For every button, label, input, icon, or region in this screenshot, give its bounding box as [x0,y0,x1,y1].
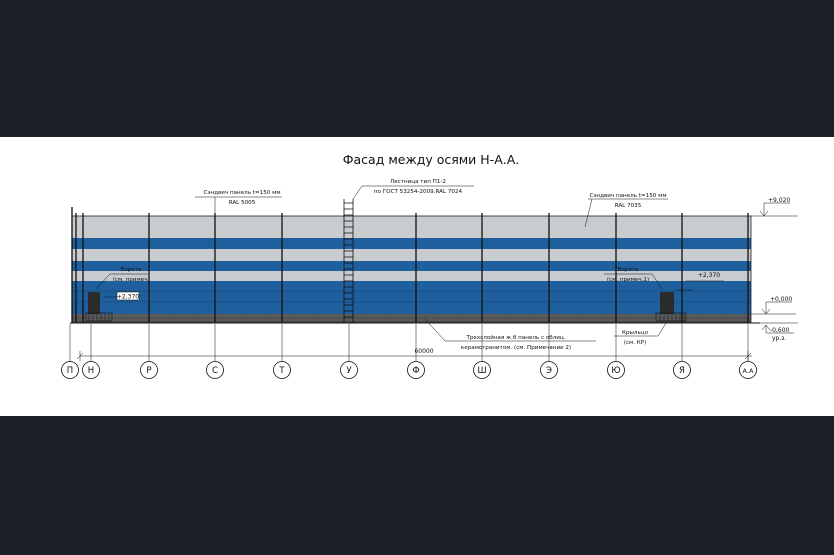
axis-bubble [82,361,100,379]
svg-text:Сэндвич панель t=150 мм: Сэндвич панель t=150 мм [203,190,280,196]
callout-right-panel: Сэндвич панель t=150 мм RAL 7035 [584,193,668,228]
axis-label: Э [546,366,552,376]
svg-text:Ворота: Ворота [121,267,142,273]
blue-band-3 [72,281,751,314]
axis-bubble [673,361,691,379]
callout-bottom-panel: Трехслойная ж.б панель с облиц. керамогр… [424,318,596,351]
blue-band-2 [72,261,751,271]
axis-bubble [540,361,558,379]
axis-label: А.А [743,367,755,375]
svg-text:Сэндвич панель t=150 мм: Сэндвич панель t=150 мм [589,193,666,199]
overall-dimension-value: 60000 [414,348,433,355]
axis-label: Н [88,366,94,376]
svg-text:Лестница тип П1-2: Лестница тип П1-2 [390,179,446,185]
facade-columns [71,207,749,323]
axis-label: Ш [477,366,486,376]
axis-bubble [407,361,425,379]
svg-text:Крыльцо: Крыльцо [622,330,649,336]
axis-bubble [61,361,79,379]
drawing-title: Фасад между осями Н-А.А. [343,152,520,167]
grey-band-3 [72,271,751,281]
axis-bubbles: П Н Р С Т У Ф Ш Э Ю Я А.А [61,324,757,379]
left-door: +2,370 [85,291,139,322]
svg-text:RAL 7035: RAL 7035 [615,203,642,209]
axis-label: Т [278,366,285,376]
facade-drawing: Фасад между осями Н-А.А. [61,152,798,379]
callout-stair: Лестница тип П1-2 по ГОСТ 53254-2009,RAL… [352,179,474,200]
svg-text:RAL 5005: RAL 5005 [229,200,256,206]
axis-bubble [340,361,358,379]
grey-band-2 [72,249,751,261]
level-zero: +0,000 [770,296,792,303]
stair-ladder [343,199,354,323]
blue-band-1 [72,238,751,249]
axis-bubble [607,361,625,379]
axis-label: С [212,366,218,376]
axis-label: У [346,366,352,376]
axis-bubble [140,361,158,379]
axis-bubble [739,361,757,379]
svg-text:керамогранитом. (см. Примечани: керамогранитом. (см. Примечание 2) [461,345,571,351]
level-ground-sub: ур.з. [772,335,786,342]
svg-text:Ворота: Ворота [618,267,639,273]
left-door-level: +2,370 [117,294,139,301]
right-door-level: +2,370 [698,272,720,279]
svg-text:(см. КР): (см. КР) [624,340,647,346]
callout-porch: Крыльцо (см. КР) [614,322,667,346]
drawing-sheet: Фасад между осями Н-А.А. [0,137,834,416]
axis-bubble [206,361,224,379]
facade-wall [71,215,752,323]
axis-bubble [273,361,291,379]
svg-text:(см. примеч.: (см. примеч. [113,277,150,283]
right-door: +2,370 [655,272,724,322]
callout-right-door: Ворота (см. примеч.1) [604,267,663,290]
axis-label: П [67,366,73,376]
axis-bubble [473,361,491,379]
svg-text:(см. примеч.1): (см. примеч.1) [607,277,649,283]
axis-label: Ю [611,366,620,376]
callout-left-door: Ворота (см. примеч. [95,267,150,290]
svg-text:Трехслойная ж.б панель с облиц: Трехслойная ж.б панель с облиц. [465,334,565,341]
callout-left-panel: Сэндвич панель t=150 мм RAL 5005 [195,190,282,245]
level-ground: -0,600 [770,327,790,334]
axis-label: Р [146,366,151,376]
level-marks [751,202,798,334]
axis-label: Ф [412,366,419,376]
axis-label: Я [679,366,685,376]
grey-band-top [72,216,751,238]
level-top: +9,020 [768,197,790,204]
svg-text:по ГОСТ 53254-2009,RAL 7024: по ГОСТ 53254-2009,RAL 7024 [374,189,463,195]
